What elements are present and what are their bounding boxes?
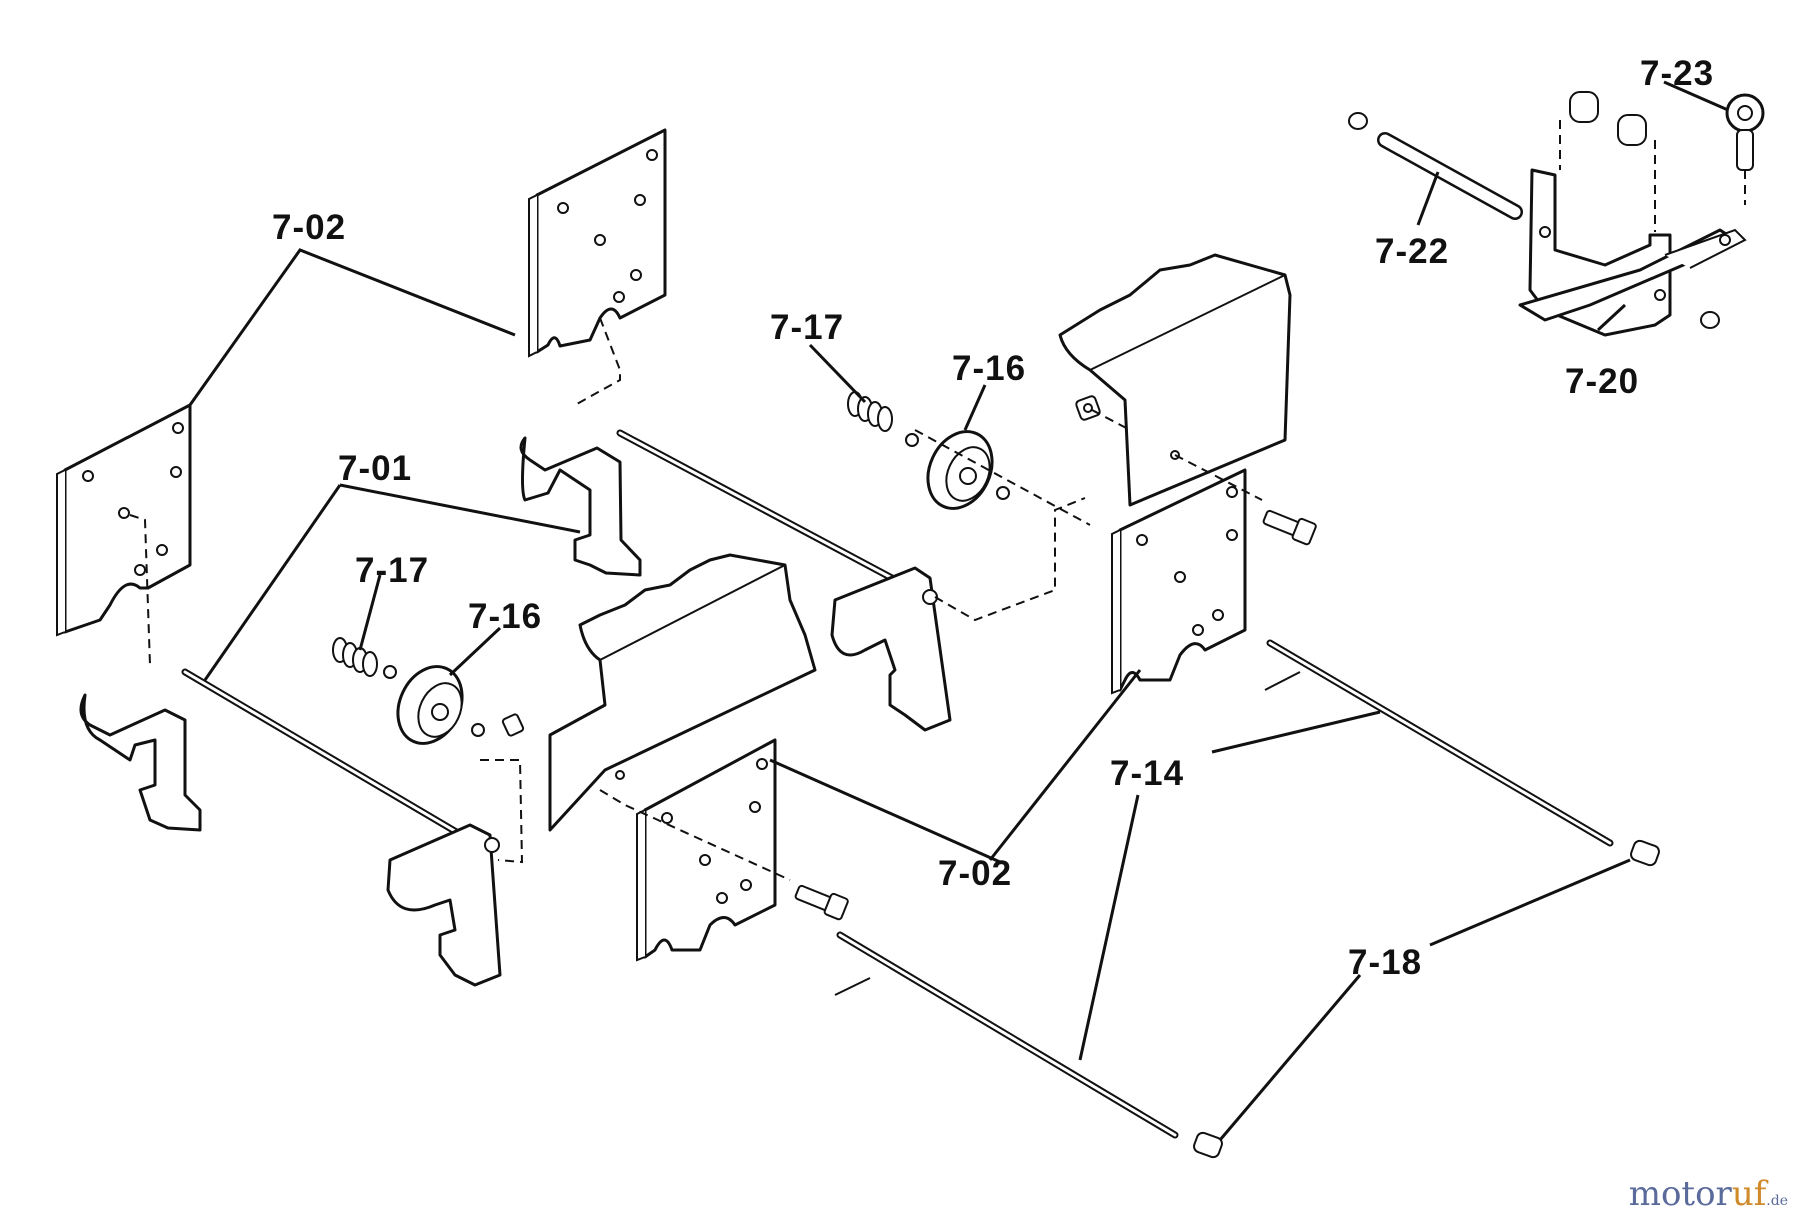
mounting-plate-right bbox=[1111, 468, 1247, 695]
frame-angle-upper bbox=[1058, 253, 1292, 507]
washer-right-2 bbox=[996, 486, 1010, 500]
hitch-pin bbox=[1348, 112, 1523, 220]
washer-left bbox=[383, 665, 397, 679]
label-7-16-right: 7-16 bbox=[952, 349, 1026, 388]
end-cap-upper bbox=[1630, 839, 1660, 867]
axle-lower bbox=[79, 668, 502, 987]
hitch-bracket bbox=[1518, 168, 1747, 337]
spring-right bbox=[847, 391, 893, 432]
bushing-top-left bbox=[1569, 91, 1599, 123]
frame-angle-lower bbox=[548, 553, 817, 832]
bolt-lower bbox=[794, 884, 849, 921]
label-7-23: 7-23 bbox=[1640, 54, 1714, 93]
mounting-plate-lower bbox=[636, 738, 777, 962]
label-7-16-left: 7-16 bbox=[468, 597, 542, 636]
end-cap-lower bbox=[1193, 1131, 1223, 1159]
watermark-logo: motoruf.de bbox=[1629, 1174, 1788, 1214]
bushing-top-right bbox=[1617, 114, 1647, 146]
label-7-17-left: 7-17 bbox=[355, 551, 429, 590]
label-7-20: 7-20 bbox=[1565, 362, 1639, 401]
bolt-upper bbox=[1262, 509, 1317, 546]
cotter-pin-lower bbox=[834, 977, 871, 996]
rod-upper bbox=[1266, 639, 1614, 847]
mounting-plate-top bbox=[528, 128, 667, 358]
wheel-left bbox=[396, 665, 464, 745]
label-7-14: 7-14 bbox=[1110, 754, 1184, 793]
label-7-02-bottom: 7-02 bbox=[938, 854, 1012, 893]
washer-left-2 bbox=[471, 723, 485, 737]
label-7-18: 7-18 bbox=[1348, 943, 1422, 982]
label-7-17-right: 7-17 bbox=[770, 308, 844, 347]
leader-lines bbox=[188, 80, 1729, 1141]
assembly-dashes bbox=[129, 120, 1746, 881]
rod-lower bbox=[836, 931, 1179, 1139]
cotter-pin-upper bbox=[1264, 671, 1301, 691]
watermark-brand-a: motor bbox=[1628, 1174, 1732, 1214]
label-7-22: 7-22 bbox=[1375, 232, 1449, 271]
nut-upper bbox=[1075, 395, 1101, 421]
washer-right bbox=[905, 433, 919, 447]
watermark-brand-b: uf bbox=[1731, 1174, 1767, 1214]
eye-pin bbox=[1725, 93, 1765, 171]
washer-hitch bbox=[1700, 311, 1720, 329]
wheel-right bbox=[926, 430, 994, 510]
mounting-plate-left bbox=[56, 403, 192, 637]
axle-upper bbox=[519, 429, 952, 732]
watermark-tld: .de bbox=[1766, 1193, 1788, 1209]
label-7-02-top: 7-02 bbox=[272, 208, 346, 247]
nut-left bbox=[501, 713, 525, 737]
spring-left bbox=[332, 637, 378, 677]
label-7-01: 7-01 bbox=[338, 449, 412, 488]
